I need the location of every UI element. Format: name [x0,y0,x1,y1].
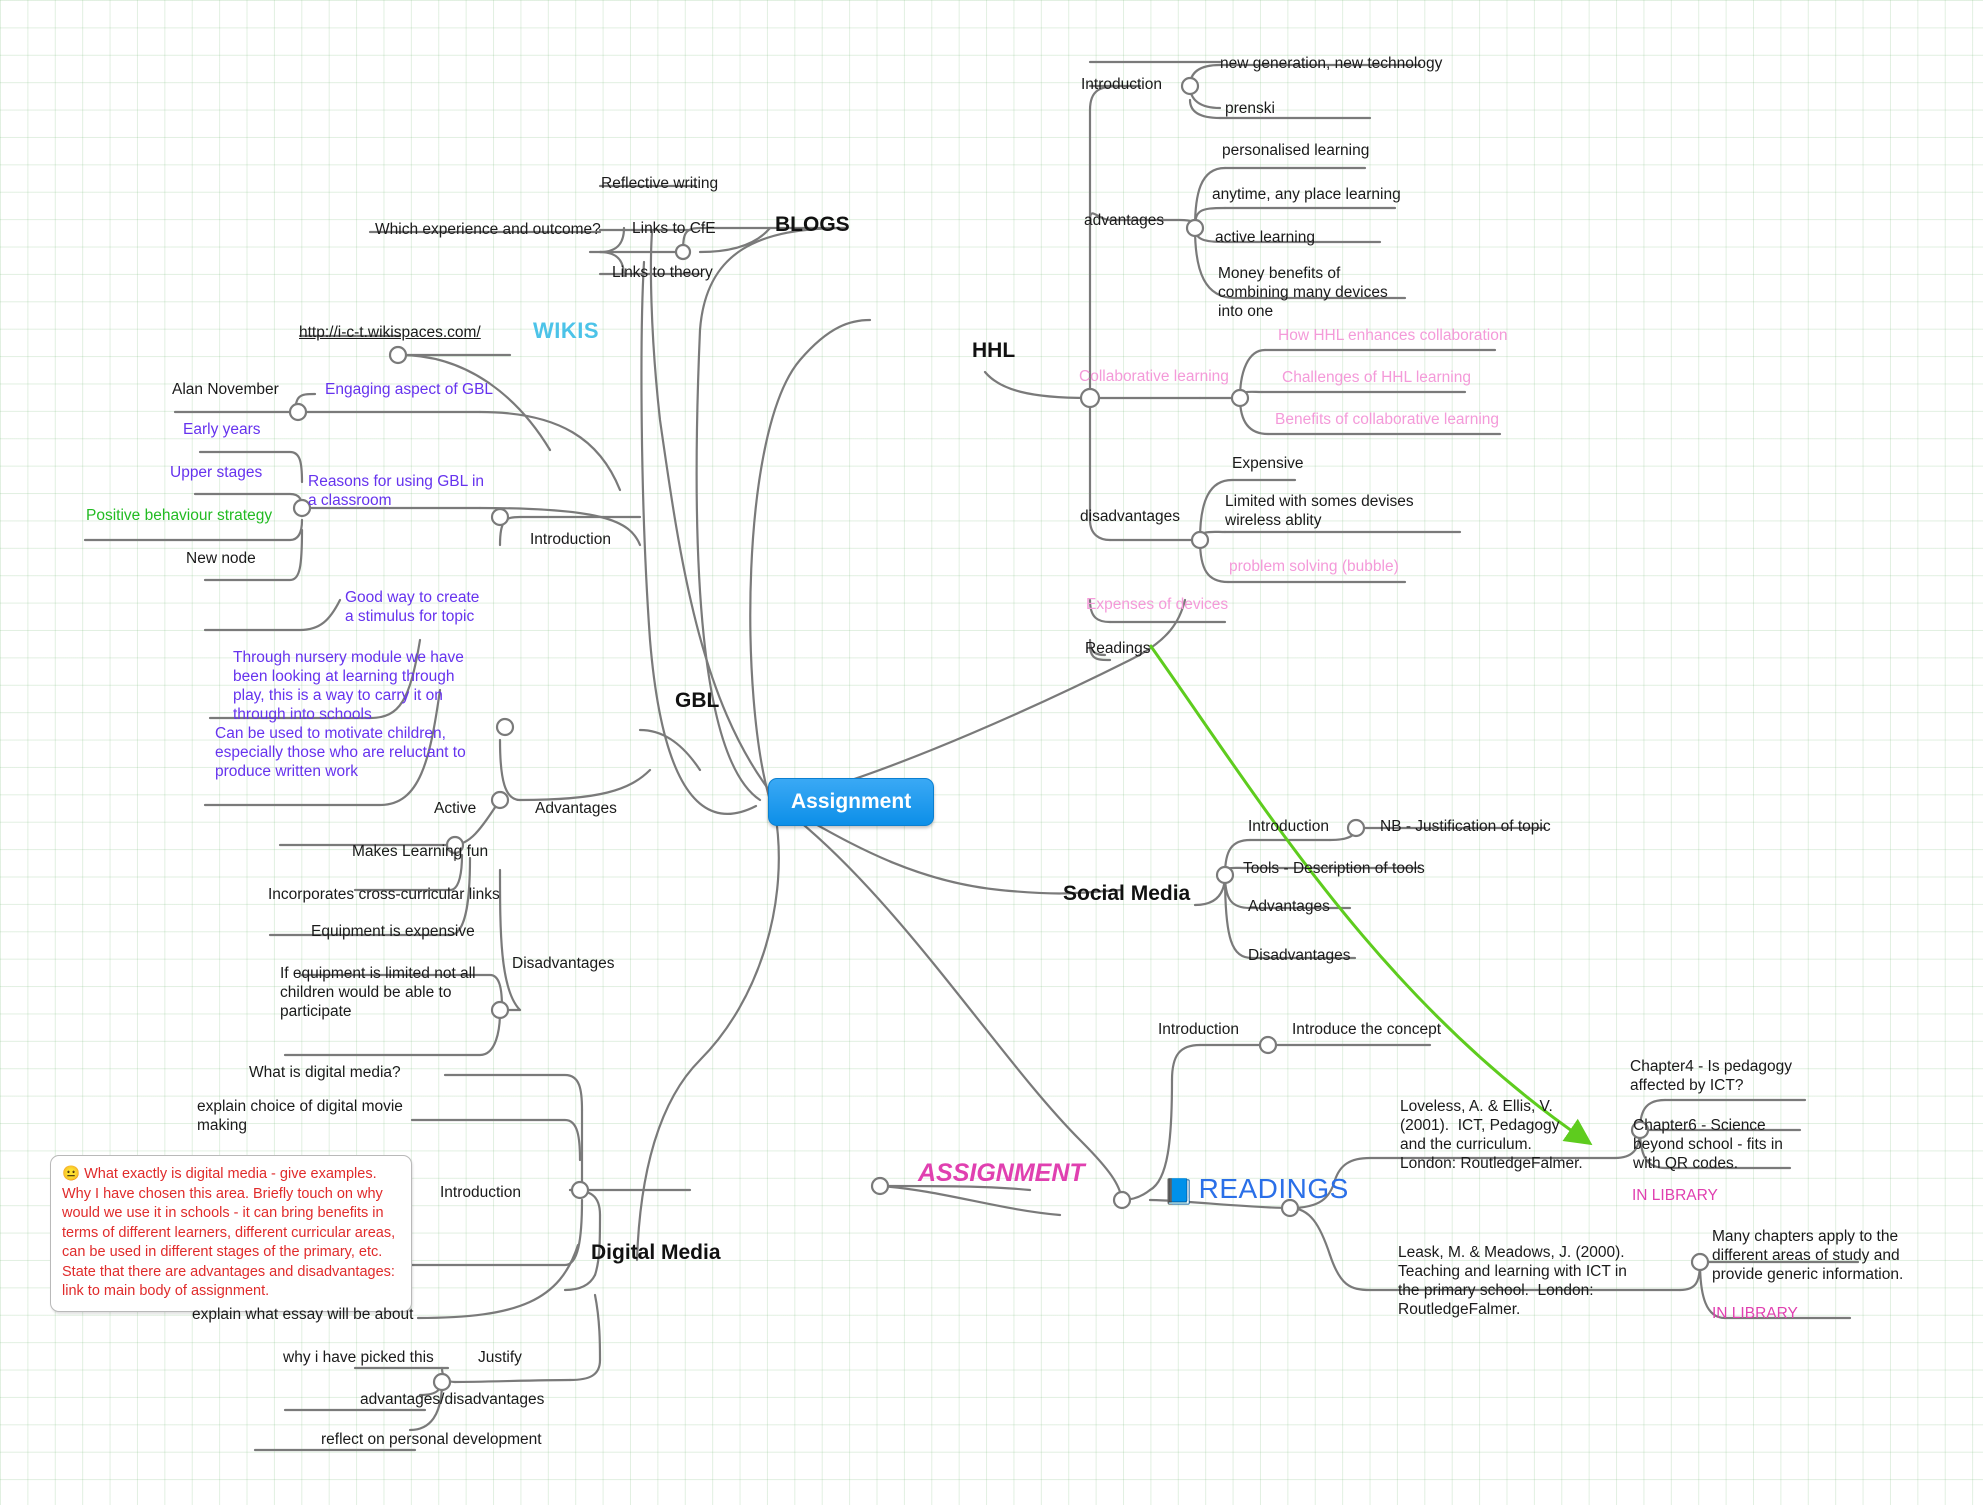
node-which-experience-outcome[interactable]: Which experience and outcome? [375,221,601,238]
node-links-to-theory[interactable]: Links to theory [612,264,713,281]
node-money-benefits[interactable]: Money benefits of combining many devices… [1218,265,1393,320]
node-loveless-reference[interactable]: Loveless, A. & Ellis, V. (2001). ICT, Pe… [1400,1098,1583,1172]
node-how-hhl-enhances[interactable]: How HHL enhances collaboration [1278,327,1508,344]
node-what-is-digital-media[interactable]: What is digital media? [249,1064,401,1081]
node-limited-wireless[interactable]: Limited with somes devises wireless abli… [1225,493,1418,529]
node-equipment-expensive[interactable]: Equipment is expensive [311,923,475,940]
node-engaging-aspect-gbl[interactable]: Engaging aspect of GBL [325,381,494,398]
node-active[interactable]: Active [434,800,477,817]
branch-title-wikis[interactable]: WIKIS [533,318,600,343]
node-positive-behaviour-strategy[interactable]: Positive behaviour strategy [86,507,273,524]
node-early-years[interactable]: Early years [183,421,261,438]
node-chapter4[interactable]: Chapter4 - Is pedagogy affected by ICT? [1630,1058,1797,1094]
node-alan-november[interactable]: Alan November [172,381,279,398]
node-gbl-disadvantages[interactable]: Disadvantages [512,955,615,972]
node-hhl-disadvantages[interactable]: disadvantages [1080,508,1180,525]
node-hhl-advantages[interactable]: advantages [1084,212,1165,229]
node-new-node[interactable]: New node [186,550,256,567]
node-sm-disadvantages[interactable]: Disadvantages [1248,947,1351,964]
node-wikispaces-link[interactable]: http://i-c-t.wikispaces.com/ [299,324,481,341]
node-readings-introduction[interactable]: Introduction [1158,1021,1239,1038]
node-chapter6[interactable]: Chapter6 - Science beyond school - fits … [1633,1117,1788,1172]
book-icon: 📘 [1163,1178,1195,1206]
branch-title-hhl[interactable]: HHL [972,339,1016,362]
node-sm-advantages[interactable]: Advantages [1248,898,1330,915]
node-nb-justification[interactable]: NB - Justification of topic [1380,818,1551,835]
node-sm-introduction[interactable]: Introduction [1248,818,1329,835]
node-anytime-anyplace[interactable]: anytime, any place learning [1212,186,1401,203]
branch-title-blogs[interactable]: BLOGS [775,213,850,236]
node-prenski[interactable]: prenski [1225,100,1275,117]
node-explain-essay-about[interactable]: explain what essay will be about [192,1306,414,1323]
node-benefits-collaborative[interactable]: Benefits of collaborative learning [1275,411,1500,428]
node-challenges-hhl[interactable]: Challenges of HHL learning [1282,369,1471,386]
node-through-nursery-module[interactable]: Through nursery module we have been look… [233,649,469,723]
node-gbl-advantages[interactable]: Advantages [535,800,617,817]
node-gbl-introduction[interactable]: Introduction [530,531,611,548]
node-why-i-picked-this[interactable]: why i have picked this [283,1349,434,1366]
branch-title-readings[interactable]: READINGS [1198,1173,1349,1204]
node-collaborative-learning[interactable]: Collaborative learning [1079,368,1229,385]
node-equipment-limited[interactable]: If equipment is limited not all children… [280,965,480,1020]
node-makes-learning-fun[interactable]: Makes Learning fun [352,843,489,860]
node-leask-reference[interactable]: Leask, M. & Meadows, J. (2000). Teaching… [1398,1244,1633,1318]
node-personalised-learning[interactable]: personalised learning [1222,142,1370,159]
node-introduce-the-concept[interactable]: Introduce the concept [1292,1021,1442,1038]
branch-title-digital-media[interactable]: Digital Media [591,1241,721,1264]
node-cross-curricular-links[interactable]: Incorporates cross-curricular links [268,886,500,903]
node-in-library-1[interactable]: IN LIBRARY [1632,1187,1718,1204]
node-dm-introduction[interactable]: Introduction [440,1184,521,1201]
node-in-library-2[interactable]: IN LIBRARY [1712,1305,1798,1322]
node-can-be-used-to-motivate[interactable]: Can be used to motivate children, especi… [215,725,471,780]
node-links-to-cfe[interactable]: Links to CfE [632,220,716,237]
node-tools-description[interactable]: Tools - Description of tools [1243,860,1425,877]
node-expensive[interactable]: Expensive [1232,455,1304,472]
node-hhl-introduction[interactable]: Introduction [1081,76,1162,93]
note-what-exactly-is-digital-media[interactable]: 😐 What exactly is digital media - give e… [50,1155,412,1312]
node-problem-solving-bubble[interactable]: problem solving (bubble) [1229,558,1399,575]
branch-title-gbl[interactable]: GBL [675,689,720,712]
node-active-learning[interactable]: active learning [1215,229,1315,246]
node-advantages-disadvantages[interactable]: advantages/disadvantages [360,1391,545,1408]
node-dm-justify[interactable]: Justify [478,1349,522,1366]
node-explain-choice-movie[interactable]: explain choice of digital movie making [197,1098,408,1134]
branch-title-assignment[interactable]: ASSIGNMENT [918,1159,1085,1187]
node-reflect-personal-development[interactable]: reflect on personal development [321,1431,542,1448]
readings-title-group[interactable]: 📘 READINGS [1163,1173,1349,1207]
node-expenses-of-devices[interactable]: Expenses of devices [1086,596,1229,613]
node-good-way-stimulus[interactable]: Good way to create a stimulus for topic [345,589,484,625]
branch-title-social-media[interactable]: Social Media [1063,882,1191,905]
node-new-generation[interactable]: new generation, new technology [1220,55,1443,72]
node-upper-stages[interactable]: Upper stages [170,464,263,481]
node-reasons-for-using-gbl[interactable]: Reasons for using GBL in a classroom [308,473,489,509]
node-hhl-readings[interactable]: Readings [1085,640,1151,657]
root-node[interactable]: Assignment [768,778,935,826]
node-reflective-writing[interactable]: Reflective writing [601,175,719,192]
node-many-chapters[interactable]: Many chapters apply to the different are… [1712,1228,1904,1283]
